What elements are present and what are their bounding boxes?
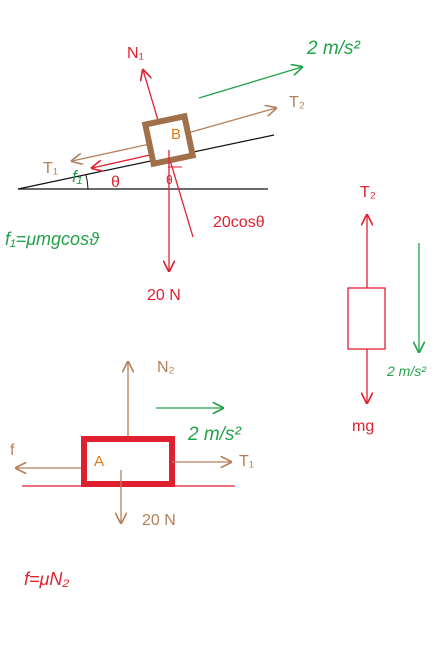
label-theta-small: θ xyxy=(166,173,173,187)
accel-arrow-b xyxy=(198,67,302,99)
label-mg: mg xyxy=(352,418,374,435)
label-accel-hanging: 2 m/s² xyxy=(386,363,427,379)
label-weight-a: 20 N xyxy=(142,512,176,529)
label-f-a: f xyxy=(10,442,15,459)
tension-back-arrow-b xyxy=(72,143,151,161)
label-accel-b: 2 m/s² xyxy=(306,38,360,59)
label-n2: N₂ xyxy=(157,359,175,376)
label-friction-b: f₁ xyxy=(72,167,82,186)
label-block-b: B xyxy=(171,126,181,143)
incline-surface xyxy=(17,134,275,190)
label-weight-b: 20 N xyxy=(147,287,181,304)
label-n1: N₁ xyxy=(127,45,144,62)
block-b xyxy=(141,112,197,168)
label-friction-formula-a: f=μN₂ xyxy=(24,569,69,589)
label-t2-hanging: T₂ xyxy=(360,184,376,201)
label-t1-b: T₁ xyxy=(43,160,58,177)
hanging-block xyxy=(347,287,386,350)
label-friction-formula-b: f₁=μmgcosϑ xyxy=(5,229,100,249)
label-accel-a: 2 m/s² xyxy=(187,424,241,445)
friction-arrow-b xyxy=(92,154,151,168)
angle-arc xyxy=(85,174,89,190)
label-theta: θ xyxy=(111,174,120,191)
label-20cos: 20cosθ xyxy=(213,214,265,231)
label-block-a: A xyxy=(94,453,104,470)
label-t2-b: T₂ xyxy=(289,94,305,111)
label-t1-a: T₁ xyxy=(239,453,254,470)
